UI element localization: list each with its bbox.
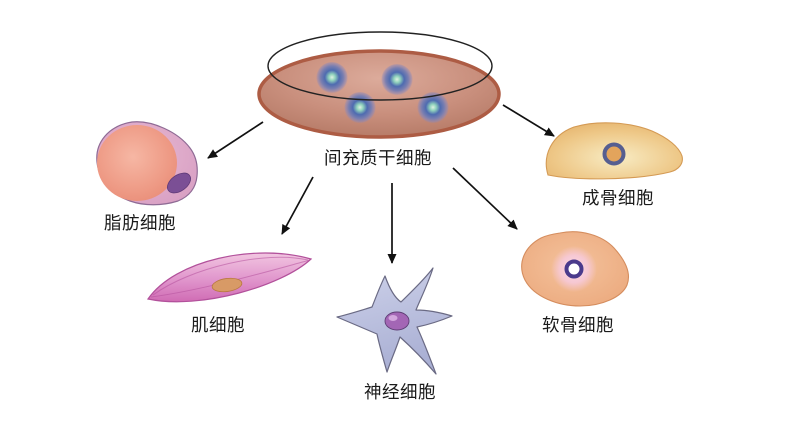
dish-medium xyxy=(257,49,501,139)
stem-cell-dot xyxy=(381,64,413,96)
arrow-to-muscle-cell xyxy=(281,176,314,235)
muscle-cell-body xyxy=(146,252,313,303)
petri-dish xyxy=(257,31,501,139)
arrow-to-adipocyte xyxy=(207,121,264,159)
source-cell-label: 间充质干细胞 xyxy=(324,148,432,168)
muscle-striation-line xyxy=(150,259,311,298)
arrow-to-chondrocyte xyxy=(452,167,518,230)
adipocyte-label: 脂肪细胞 xyxy=(104,213,176,233)
osteoblast-label: 成骨细胞 xyxy=(582,188,654,208)
adipocyte-cell xyxy=(96,121,198,206)
osteoblast-nucleus xyxy=(602,142,626,166)
muscle-cell-label: 肌细胞 xyxy=(191,315,245,335)
neuron-cell xyxy=(336,267,453,375)
muscle-nucleus xyxy=(211,277,243,293)
chondrocyte-cell xyxy=(521,231,630,307)
adipocyte-lipid-droplet xyxy=(97,125,177,201)
stem-cell-dot xyxy=(316,62,348,94)
neuron-label: 神经细胞 xyxy=(364,382,436,402)
arrow-group xyxy=(207,104,555,264)
muscle-cell xyxy=(146,252,313,303)
neuron-nucleus-highlight xyxy=(388,315,398,321)
adipocyte-nucleus xyxy=(167,172,191,194)
osteoblast-cell xyxy=(545,122,683,180)
muscle-striation-line xyxy=(152,256,309,296)
arrow-to-osteoblast xyxy=(502,104,555,137)
chondrocyte-label: 软骨细胞 xyxy=(542,315,614,335)
dish-glass-rim xyxy=(267,31,493,101)
stem-cell-dot xyxy=(344,92,376,124)
stem-cell-dot xyxy=(417,92,449,124)
chondrocyte-nucleus xyxy=(564,259,584,279)
neuron-nucleus xyxy=(384,311,410,331)
